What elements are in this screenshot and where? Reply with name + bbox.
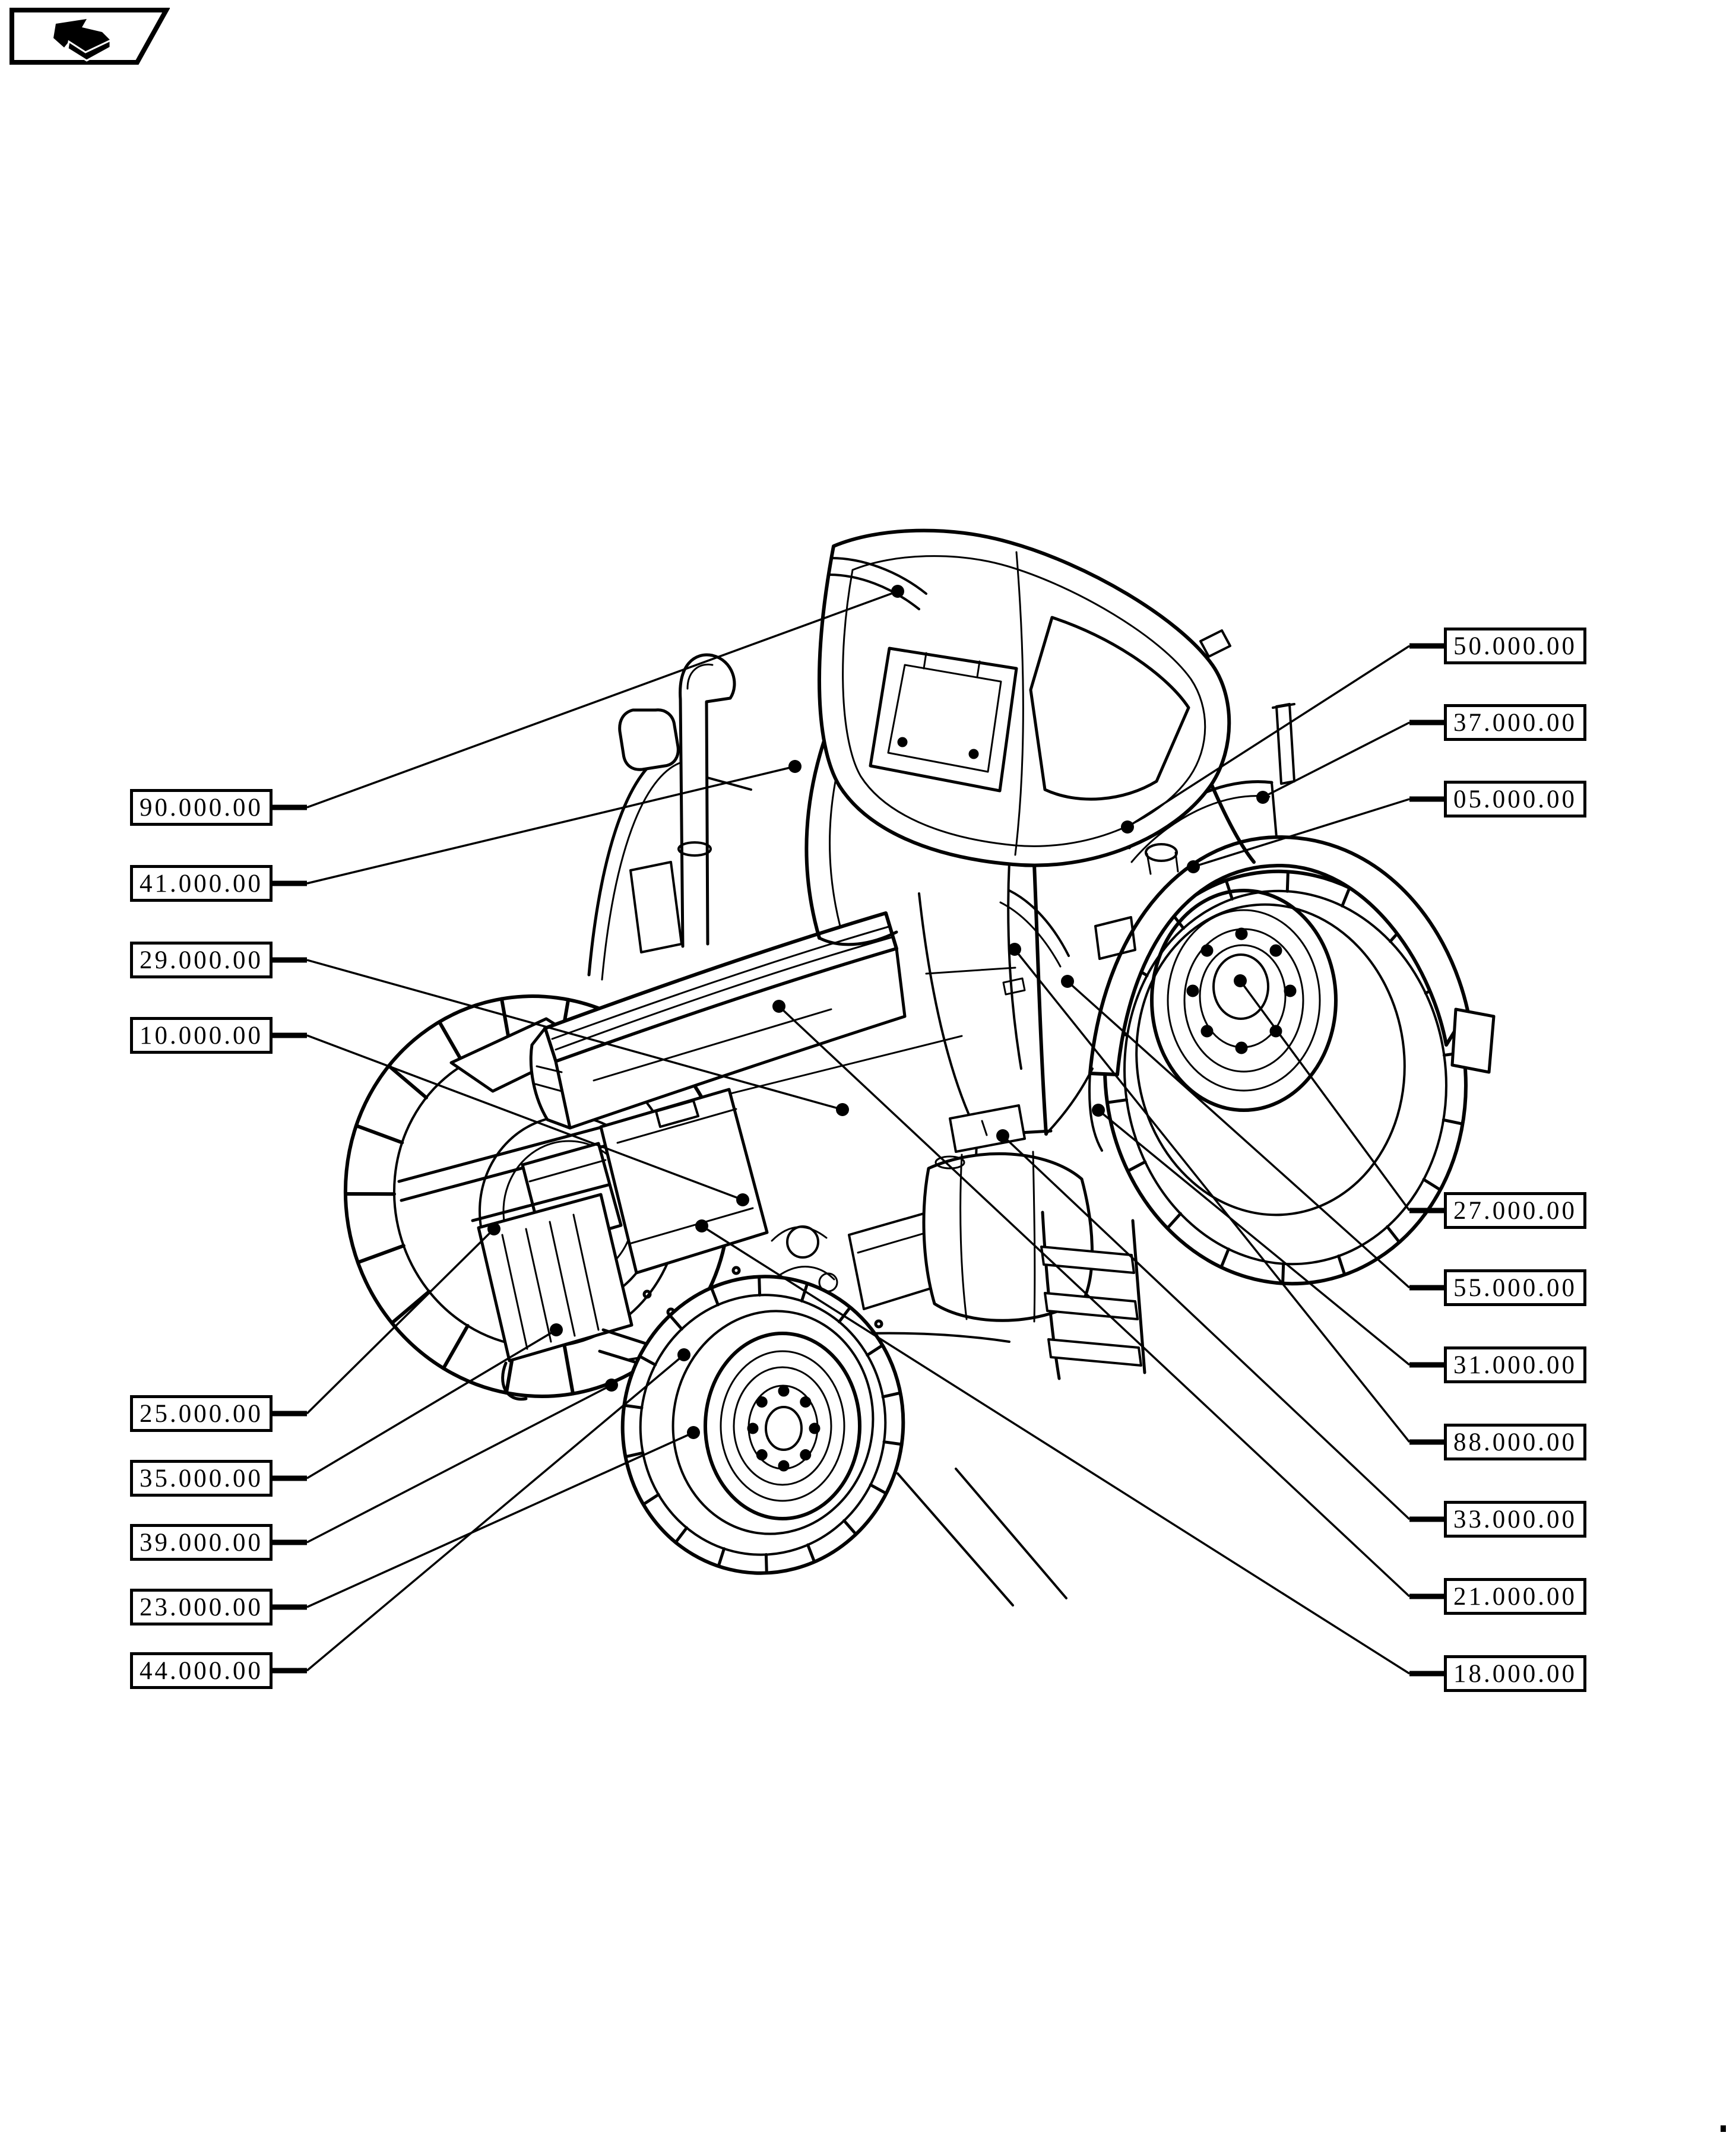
leader-dot-21-000-00 [772, 1000, 785, 1013]
leader-line-35-000-00 [273, 1323, 563, 1481]
callout-25-000-00[interactable]: 25.000.00 [130, 1395, 273, 1432]
filler-cap [1145, 843, 1178, 862]
callout-55-000-00[interactable]: 55.000.00 [1444, 1269, 1586, 1306]
hood [529, 911, 907, 1130]
leader-dot-35-000-00 [550, 1323, 563, 1336]
step [1040, 1246, 1135, 1274]
leader-dot-05-000-00 [1187, 860, 1200, 873]
callout-33-000-00[interactable]: 33.000.00 [1444, 1501, 1586, 1538]
windshield-pillar [804, 739, 826, 940]
callout-29-000-00[interactable]: 29.000.00 [130, 942, 273, 978]
rear-hub [1212, 953, 1269, 1020]
callout-90-000-00[interactable]: 90.000.00 [130, 789, 273, 826]
leader-line-41-000-00 [273, 760, 802, 886]
front-weight-carrier [471, 1183, 734, 1401]
callout-44-000-00[interactable]: 44.000.00 [130, 1652, 273, 1689]
exhaust-stack [587, 653, 752, 981]
logo-arrow-base [66, 39, 112, 62]
callout-41-000-00[interactable]: 41.000.00 [130, 865, 273, 902]
leader-line-31-000-00 [1092, 1104, 1444, 1368]
brand-arrow-logo [9, 8, 170, 65]
step [1047, 1338, 1142, 1367]
callout-05-000-00[interactable]: 05.000.00 [1444, 781, 1586, 817]
roof-window [1029, 616, 1190, 801]
leader-line-18-000-00 [695, 1219, 1444, 1677]
logo-arrow-icon [53, 19, 110, 52]
fuel-tank-and-steps [922, 1104, 1146, 1380]
leader-line-05-000-00 [1187, 796, 1444, 873]
leader-dot-18-000-00 [695, 1219, 708, 1232]
leader-line-44-000-00 [273, 1348, 690, 1674]
callout-27-000-00[interactable]: 27.000.00 [1444, 1192, 1586, 1229]
logo-plate [9, 8, 170, 65]
leader-line-33-000-00 [996, 1129, 1444, 1522]
callout-23-000-00[interactable]: 23.000.00 [130, 1589, 273, 1625]
hood-nose [529, 1026, 572, 1130]
mudflap [1450, 1007, 1496, 1074]
cab [804, 739, 1256, 1189]
leader-line-10-000-00 [273, 1032, 749, 1206]
leader-line-27-000-00 [1234, 974, 1444, 1213]
leader-dot-10-000-00 [736, 1193, 749, 1206]
leader-dot-23-000-00 [687, 1426, 700, 1439]
cab-roof [818, 528, 1231, 867]
leader-dot-29-000-00 [836, 1103, 849, 1116]
leader-line-50-000-00 [1121, 643, 1444, 834]
leader-lines [273, 585, 1444, 1677]
roof-front-rail [828, 557, 927, 610]
callout-37-000-00[interactable]: 37.000.00 [1444, 704, 1586, 741]
scr-outlet [1272, 703, 1295, 785]
door-edge [918, 892, 980, 1136]
leader-line-37-000-00 [1256, 720, 1444, 804]
leader-line-88-000-00 [1008, 943, 1444, 1445]
callout-39-000-00[interactable]: 39.000.00 [130, 1524, 273, 1561]
leader-line-25-000-00 [273, 1222, 500, 1417]
front-wheel [620, 1275, 905, 1575]
leader-line-90-000-00 [273, 585, 904, 810]
leader-line-23-000-00 [273, 1426, 700, 1610]
leader-line-39-000-00 [273, 1379, 618, 1545]
leader-dot-50-000-00 [1121, 820, 1134, 834]
door-handle [1002, 977, 1026, 996]
callout-50-000-00[interactable]: 50.000.00 [1444, 628, 1586, 664]
callout-18-000-00[interactable]: 18.000.00 [1444, 1655, 1586, 1692]
tow-hook [501, 1361, 528, 1401]
callout-10-000-00[interactable]: 10.000.00 [130, 1017, 273, 1054]
leader-dot-90-000-00 [891, 585, 904, 598]
tractor-drawing [343, 528, 1496, 1606]
cab-grab-rail [1008, 889, 1070, 957]
step [1044, 1292, 1139, 1320]
callout-35-000-00[interactable]: 35.000.00 [130, 1460, 273, 1497]
callout-21-000-00[interactable]: 21.000.00 [1444, 1578, 1586, 1615]
leader-dot-55-000-00 [1061, 975, 1074, 988]
front-hub [765, 1406, 803, 1451]
b-pillar [1032, 862, 1048, 1136]
leader-line-55-000-00 [1061, 975, 1444, 1291]
leader-dot-41-000-00 [788, 760, 802, 773]
callout-31-000-00[interactable]: 31.000.00 [1444, 1346, 1586, 1383]
mirror [618, 708, 680, 771]
leader-line-21-000-00 [772, 1000, 1444, 1599]
leader-dot-33-000-00 [996, 1129, 1009, 1142]
leader-line-29-000-00 [273, 957, 849, 1116]
callout-88-000-00[interactable]: 88.000.00 [1444, 1424, 1586, 1460]
leader-dot-44-000-00 [677, 1348, 690, 1361]
steering-links [896, 1468, 1067, 1606]
leader-dot-39-000-00 [605, 1379, 618, 1392]
leader-dot-27-000-00 [1234, 974, 1247, 987]
roof-hatch [869, 647, 1018, 793]
leader-dot-31-000-00 [1092, 1104, 1105, 1117]
leader-dot-37-000-00 [1256, 791, 1269, 804]
leader-dot-88-000-00 [1008, 943, 1021, 956]
page-corner-mark [1721, 2125, 1726, 2132]
leader-dot-25-000-00 [487, 1222, 500, 1235]
